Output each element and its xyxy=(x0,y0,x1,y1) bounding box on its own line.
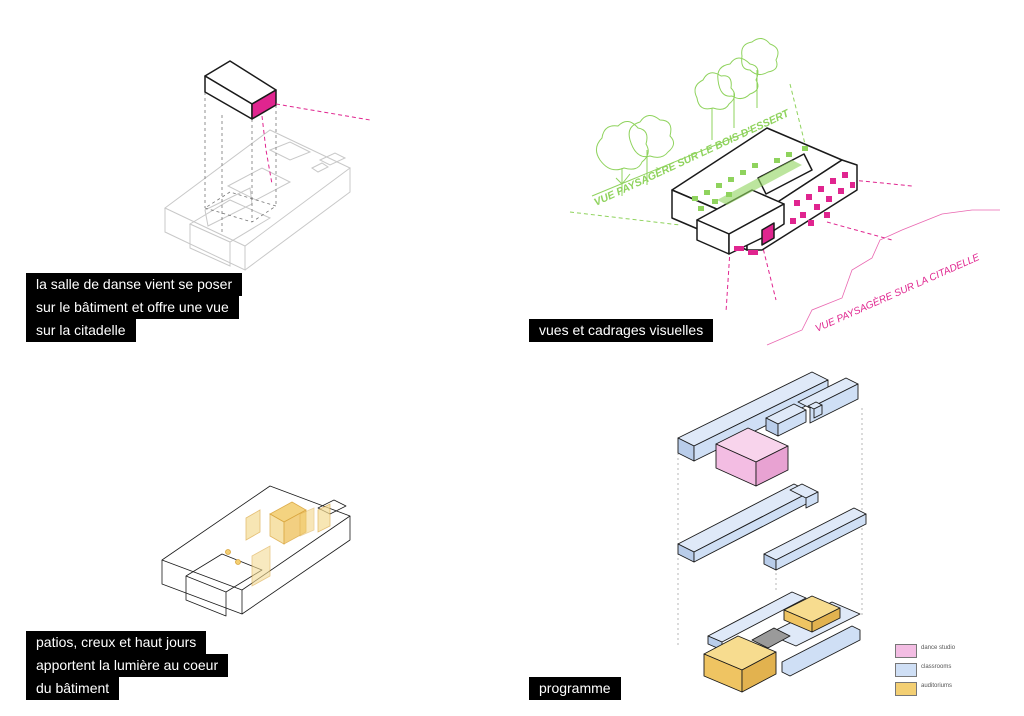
trees xyxy=(596,38,779,196)
projection-lines xyxy=(204,92,277,232)
ghost-building xyxy=(164,129,351,271)
level-middle xyxy=(677,483,867,571)
caption-line: la salle de danse vient se poser xyxy=(26,273,243,296)
caption-programme: programme xyxy=(529,677,621,700)
legend-label: dance studio xyxy=(921,645,956,651)
dance-hall-volume xyxy=(204,60,277,120)
dance-hall-diagram xyxy=(164,60,371,271)
panel-dance-hall: la salle de danse vient se poser sur le … xyxy=(0,0,512,358)
caption-line: sur le bâtiment et offre une vue xyxy=(26,296,239,319)
legend-swatch xyxy=(895,682,917,696)
legend-swatch xyxy=(895,644,917,658)
building xyxy=(671,127,858,255)
caption-patios: patios, creux et haut jours apportent la… xyxy=(26,631,229,700)
citadelle-skyline xyxy=(766,209,1000,346)
panel-programme: dance studio classrooms auditoriums prog… xyxy=(512,358,1024,716)
view-label-citadelle: VUE PAYSAGÈRE SUR LA CITADELLE xyxy=(813,250,982,335)
building-outline xyxy=(161,485,351,617)
caption-line: vues et cadrages visuelles xyxy=(529,319,714,342)
caption-line: patios, creux et haut jours xyxy=(26,631,207,654)
panel-views: VUE PAYSAGÈRE SUR LE BOIS D'ESSERT VUE P… xyxy=(512,0,1024,358)
caption-line: apportent la lumière au coeur xyxy=(26,654,229,677)
level-top xyxy=(677,371,859,487)
caption-views: vues et cadrages visuelles xyxy=(529,319,714,342)
view-line xyxy=(261,103,371,185)
caption-line: du bâtiment xyxy=(26,677,120,700)
legend-swatch xyxy=(895,663,917,677)
caption-line: programme xyxy=(529,677,621,700)
patios-diagram xyxy=(161,485,351,617)
programme-diagram xyxy=(677,371,867,693)
legend-label: auditoriums xyxy=(921,683,953,689)
green-windows xyxy=(692,146,808,211)
views-diagram: VUE PAYSAGÈRE SUR LE BOIS D'ESSERT VUE P… xyxy=(569,38,1000,346)
panel-patios: patios, creux et haut jours apportent la… xyxy=(0,358,512,716)
caption-dance-hall: la salle de danse vient se poser sur le … xyxy=(26,273,243,342)
legend-label: classrooms xyxy=(921,664,952,670)
caption-line: sur la citadelle xyxy=(26,319,136,342)
patios xyxy=(225,501,331,587)
pink-windows xyxy=(734,172,855,255)
level-bottom xyxy=(703,591,861,693)
ground-line-bois xyxy=(591,129,753,197)
